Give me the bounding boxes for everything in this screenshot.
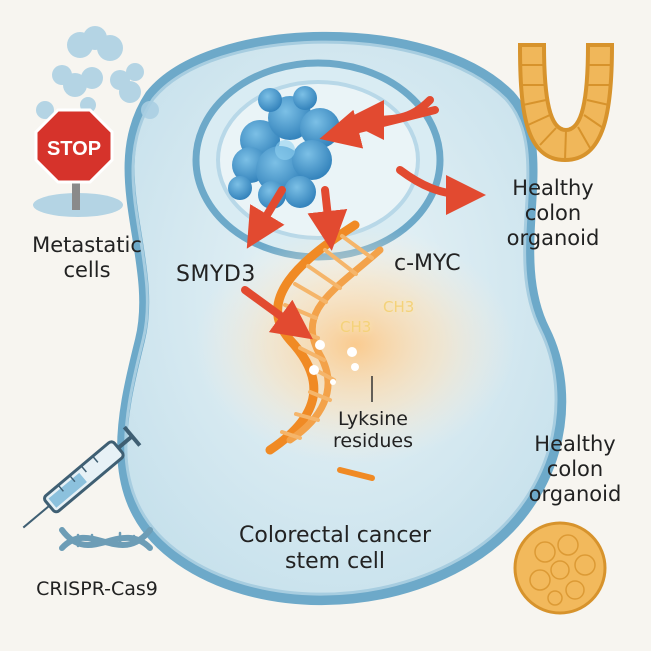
healthy-organoid-label-top: Healthy colon organoid xyxy=(488,176,618,250)
stop-sign-text: STOP xyxy=(47,138,101,160)
dna-helix-icon xyxy=(59,527,153,551)
stem-cell-label: Colorectal cancer stem cell xyxy=(205,523,465,575)
metastatic-cells-label: Metastatic cells xyxy=(18,233,156,283)
label-line: residues xyxy=(333,430,413,453)
label-line: Colorectal cancer xyxy=(239,523,431,548)
lysine-residues-label: Lyksine residues xyxy=(318,408,428,453)
syringe-icon xyxy=(22,425,142,529)
methyl-group-label: CH3 xyxy=(383,298,415,316)
crispr-label: CRISPR-Cas9 xyxy=(36,578,158,600)
label-line: stem cell xyxy=(285,548,385,574)
healthy-organoid-label-bottom: Healthy colon organoid xyxy=(510,432,640,506)
smyd3-label: SMYD3 xyxy=(176,262,256,287)
organoid-icon-bottom xyxy=(513,521,607,615)
label-line: colon xyxy=(524,200,582,225)
label-line: organoid xyxy=(528,481,622,506)
stop-sign-icon: STOP xyxy=(34,108,114,210)
methyl-group-label: CH3 xyxy=(340,318,372,336)
label-line: Lyksine xyxy=(338,408,408,430)
interaction-arrows xyxy=(241,96,486,340)
nuclear-glow xyxy=(195,225,515,465)
label-line: Metastatic xyxy=(32,233,142,257)
cmyc-label: c-MYC xyxy=(394,251,461,276)
label-line: Healthy xyxy=(534,432,616,456)
label-line: organoid xyxy=(506,225,600,250)
label-line: cells xyxy=(63,257,111,282)
organoid-icon-top xyxy=(517,43,615,163)
label-line: Healthy xyxy=(512,176,594,200)
label-line: colon xyxy=(546,456,604,481)
